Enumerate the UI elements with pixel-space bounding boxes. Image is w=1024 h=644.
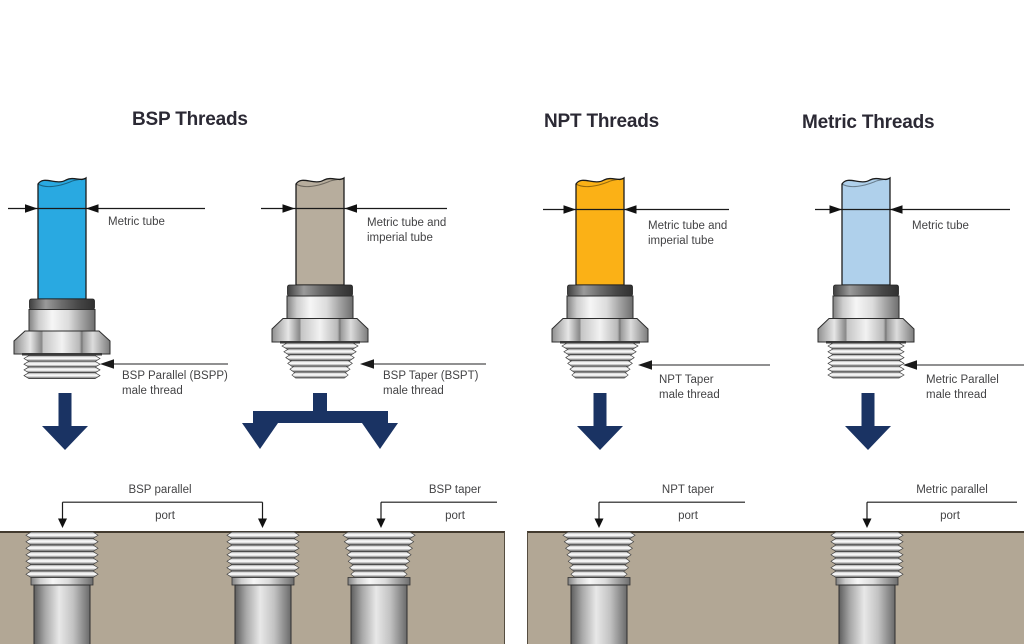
thread-label: Metric Parallel male thread [926,374,999,401]
tube-orange [575,176,625,286]
taper-thread [281,342,359,379]
port-word: port [155,510,175,522]
hex-nut [551,318,649,343]
collet-ring [287,284,353,297]
tube-lightblue [841,176,891,286]
collet-ring [29,298,95,310]
port-metric-parallel [830,531,904,644]
collet-ring [567,284,633,297]
down-arrow-icon [577,393,623,450]
fitting-npt-taper [551,176,649,379]
tube-tan [295,176,345,286]
tube-blue [37,176,87,300]
tube-label: Metric tube [108,216,165,228]
port-label-bsp-taper: BSP taper [428,484,482,496]
tube-label: Metric tube [912,220,969,232]
section-title-metric: Metric Threads [802,112,935,133]
port-bsp-parallel [25,531,99,644]
fitting-body [28,309,96,332]
parallel-thread [23,355,101,380]
port-word: port [678,510,698,522]
fitting-body [566,295,634,319]
thread-pointer-arrow [638,360,770,370]
port-bracket-arrow [862,501,1017,528]
fitting-metric-parallel [817,176,915,379]
down-arrow-icon [845,393,891,450]
taper-thread [561,342,639,379]
port-label-bsp-parallel: BSP parallel [128,484,192,496]
port-bsp-taper [342,531,416,644]
branched-down-arrow-icon [242,393,398,449]
hex-nut [271,318,369,343]
tube-dimension-arrows [815,204,1010,214]
parallel-thread [827,342,905,379]
section-title-npt: NPT Threads [544,111,659,132]
thread-label: BSP Parallel (BSPP) male thread [122,370,228,397]
down-arrow-icon [42,393,88,450]
thread-label: NPT Taper male thread [659,374,720,401]
fitting-body [832,295,900,319]
hex-nut [13,330,111,355]
collet-ring [833,284,899,297]
hex-nut [817,318,915,343]
fitting-body [286,295,354,319]
section-title-bsp: BSP Threads [132,109,248,130]
thread-pointer-arrow [100,359,228,369]
port-label-metric-parallel: Metric parallel [916,484,988,496]
tube-label: Metric tube and imperial tube [648,220,728,247]
thread-label: BSP Taper (BSPT) male thread [383,370,479,397]
port-word: port [445,510,465,522]
port-bracket-arrow [376,501,497,528]
tube-label: Metric tube and imperial tube [367,217,447,244]
thread-pointer-arrow [903,360,1024,370]
port-label-npt-taper: NPT taper [661,484,715,496]
tube-dimension-arrows [543,204,729,214]
port-bracket-arrows [58,501,267,528]
tube-dimension-arrows [8,204,205,213]
port-bsp-parallel-2 [226,531,300,644]
port-npt-taper [562,531,636,644]
port-word: port [940,510,960,522]
tube-dimension-arrows [261,204,447,213]
fitting-bsp-taper [271,176,369,379]
thread-pointer-arrow [360,359,486,369]
port-bracket-arrow [594,501,745,528]
